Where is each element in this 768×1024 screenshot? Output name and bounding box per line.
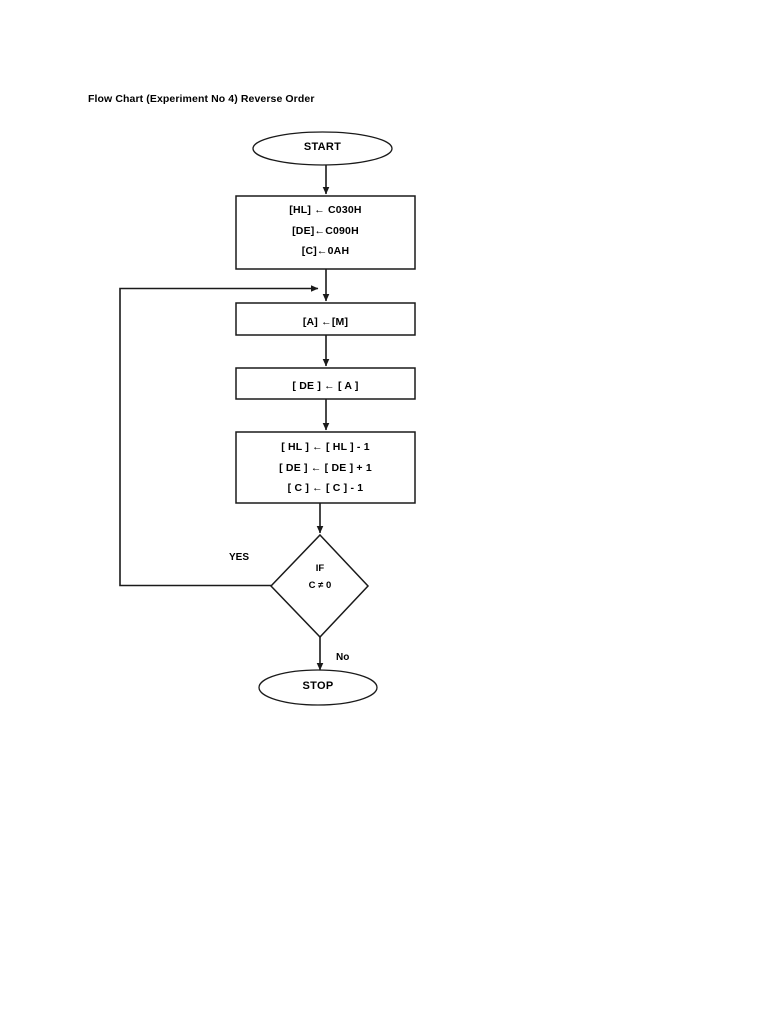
init-line-3: [C]←0AH [301,245,350,257]
page-title: Flow Chart (Experiment No 4) Reverse Ord… [88,93,315,105]
edge-label-yes: YES [229,552,250,563]
decision-diamond-label: IF C ≠ 0 [271,560,369,594]
start-terminator-shape [252,131,393,166]
start-terminator-label: START [303,141,342,153]
update-process-shape [235,431,416,504]
edge-decision-yes-loop [119,285,319,587]
decision-line-2: C ≠ 0 [308,580,332,591]
init-process-label: [HL] ← C030H [DE]←C090H [C]←0AH [236,200,415,262]
stop-terminator-label: STOP [302,680,334,692]
update-process-label: [ HL ] ← [ HL ] - 1 [ DE ] ← [ DE ] + 1 … [236,437,415,499]
update-line-3: [ C ] ← [ C ] - 1 [287,482,364,494]
update-line-1: [ HL ] ← [ HL ] - 1 [281,441,370,453]
store-line-1: [ DE ] ← [ A ] [292,380,359,392]
update-line-2: [ DE ] ← [ DE ] + 1 [279,461,372,474]
stop-terminator-shape [258,669,378,706]
decision-line-1: IF [315,563,325,574]
edge-label-no: No [336,652,350,663]
load-process-label: [A] ←[M] [236,312,415,333]
load-process-shape [235,302,416,336]
load-line-1: [A] ←[M] [302,316,349,328]
init-process-shape [235,195,416,270]
init-line-1: [HL] ← C030H [289,204,362,216]
init-line-2: [DE]←C090H [292,224,359,237]
store-process-label: [ DE ] ← [ A ] [236,376,415,397]
